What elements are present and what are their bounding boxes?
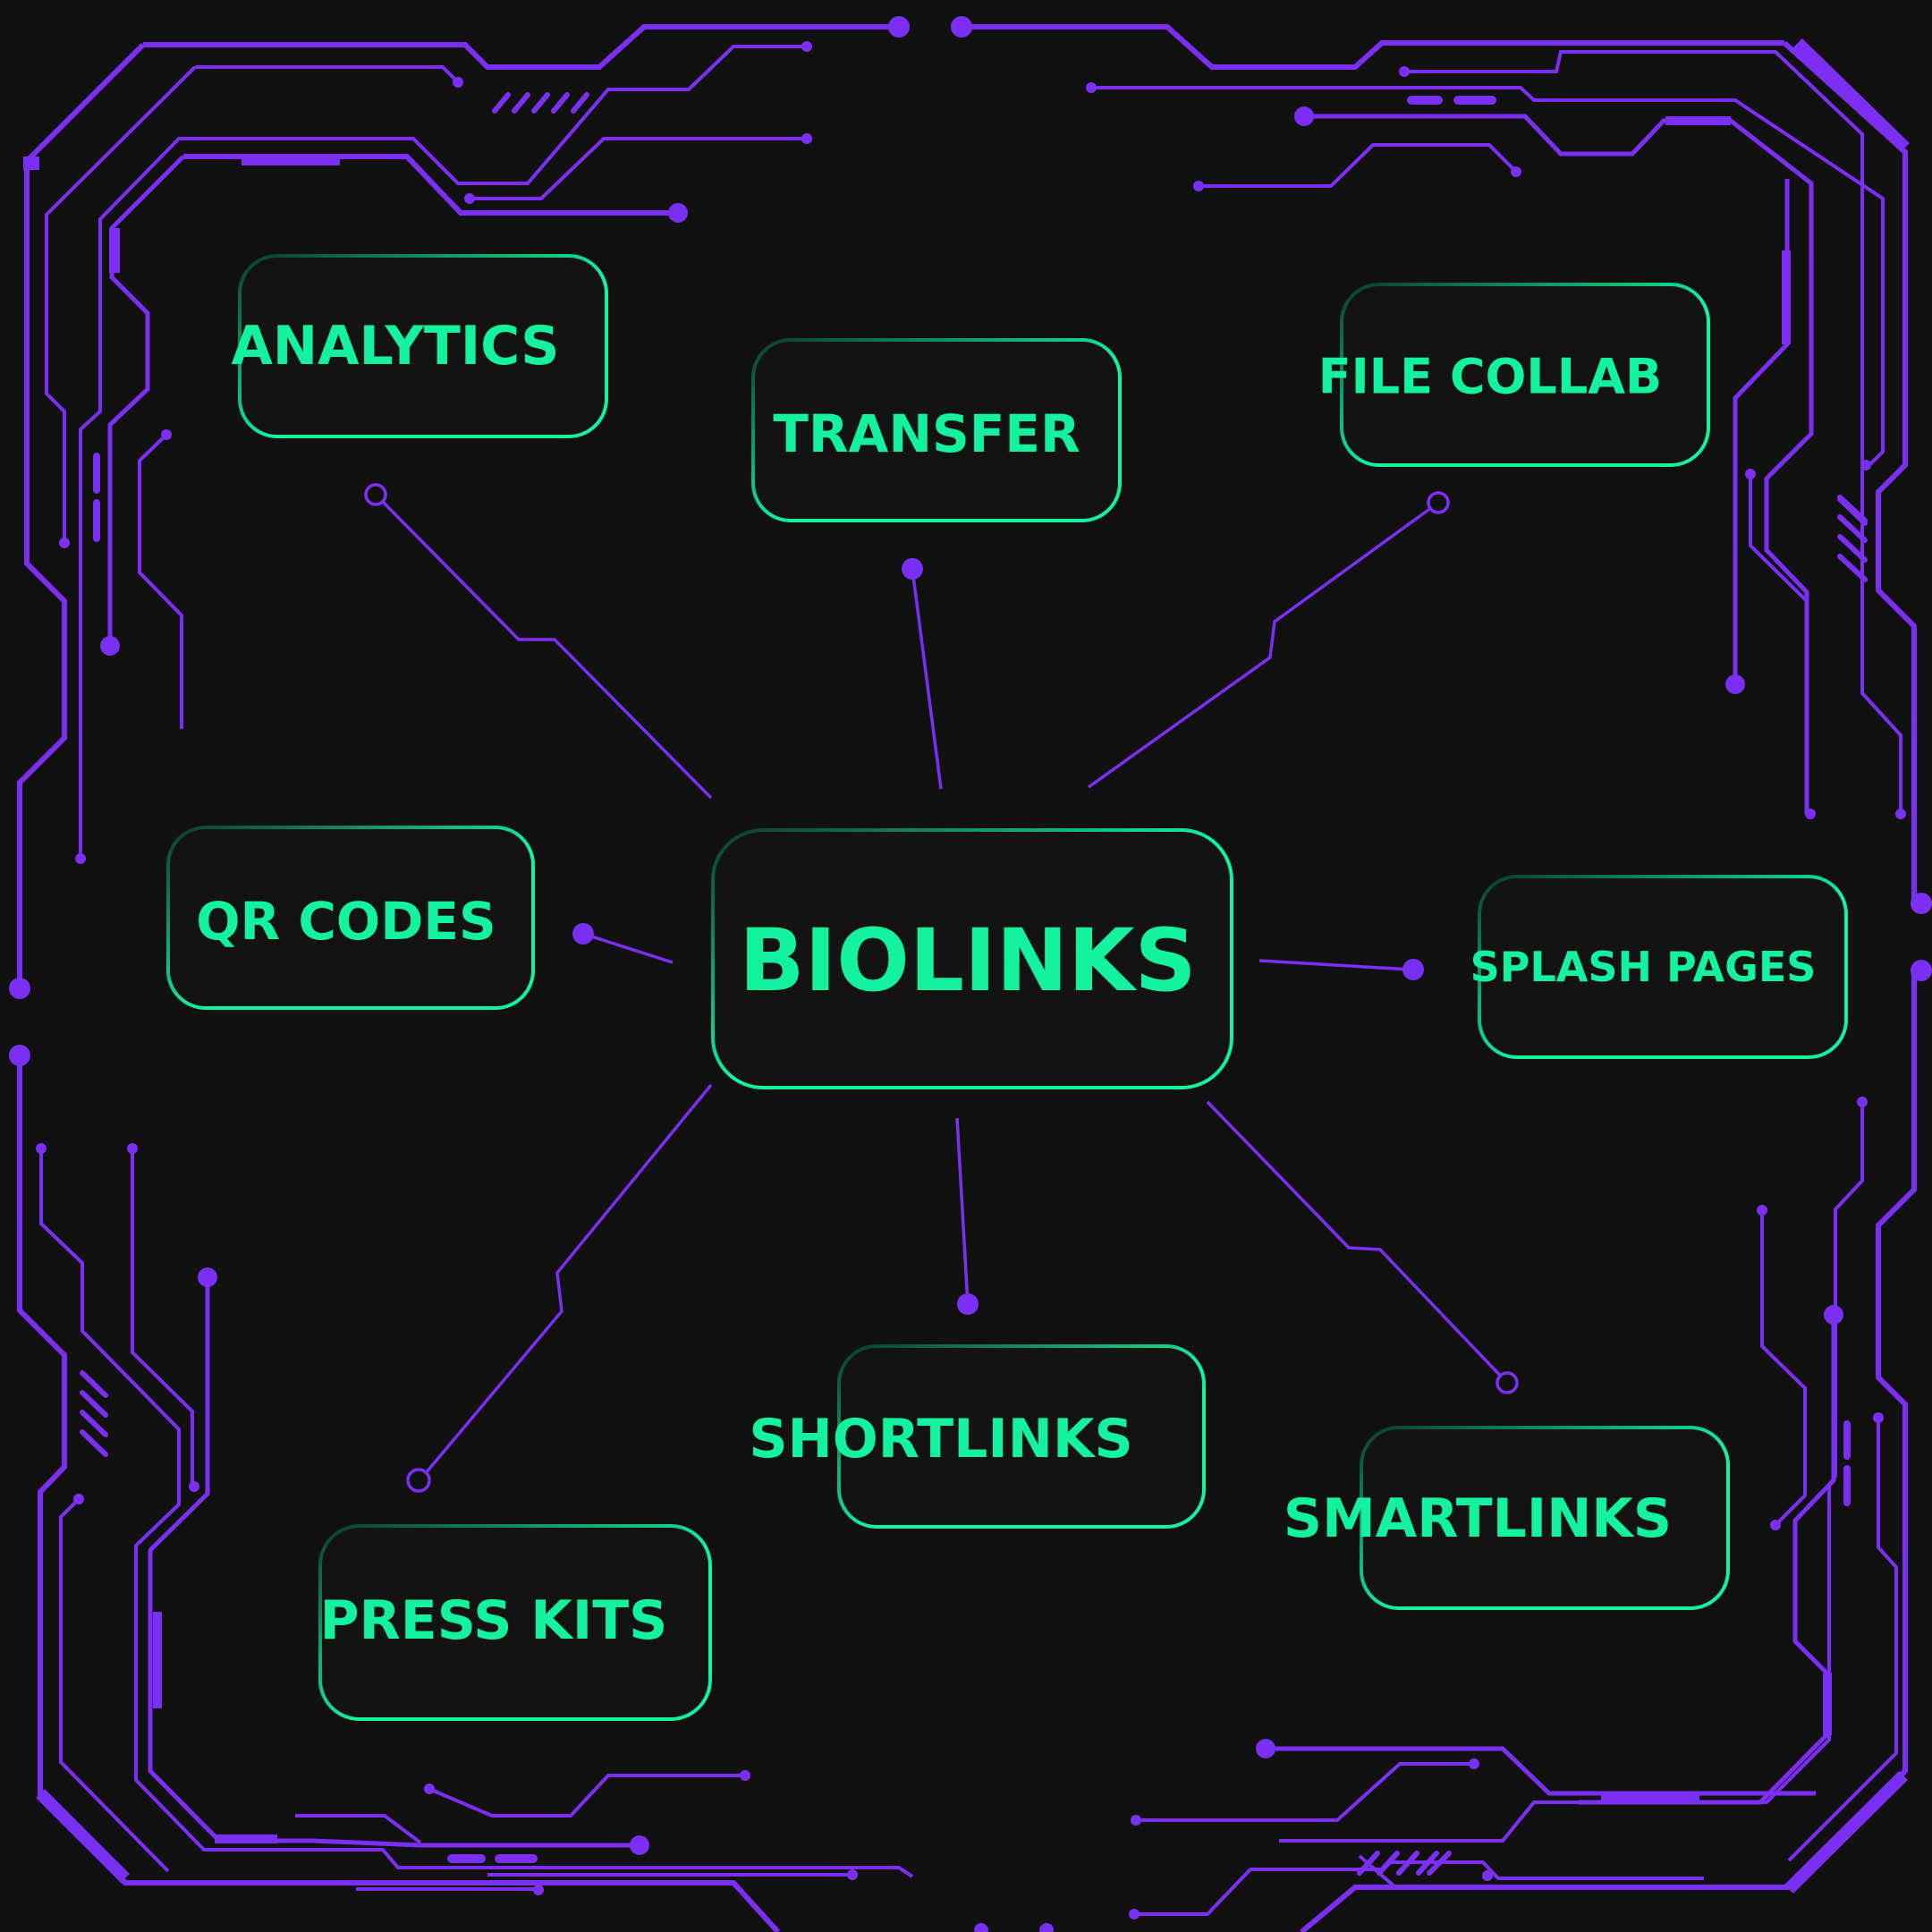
- circuit-node: [888, 16, 910, 38]
- circuit-node: [9, 978, 30, 999]
- connector-transfer: [902, 558, 943, 790]
- node-label: FILE COLLAB: [1318, 349, 1662, 405]
- node-box: [751, 338, 1122, 522]
- circuit-trace: [59, 1497, 170, 1873]
- node-file-collab[interactable]: FILE COLLAB: [1318, 283, 1710, 467]
- node-press-kits[interactable]: PRESS KITS: [318, 1524, 712, 1721]
- node-splash-pages[interactable]: SPLASH PAGES: [1470, 875, 1848, 1059]
- circuit-trace: [79, 45, 807, 859]
- connector-file-collab: [1087, 491, 1450, 789]
- node-analytics[interactable]: ANALYTICS: [231, 254, 608, 438]
- connector-press-kits: [406, 1083, 713, 1493]
- circuit-trace: [17, 1055, 781, 1932]
- node-box: [166, 826, 535, 1010]
- connector-shortlinks: [955, 1117, 979, 1315]
- circuit-trace: [1300, 970, 1917, 1932]
- center-node-label: BIOLINKS: [739, 911, 1196, 1011]
- node-box: [837, 1344, 1206, 1529]
- circuit-trace: [962, 24, 1784, 70]
- circuit-trace: [1787, 1418, 1898, 1862]
- node-shortlinks[interactable]: SHORTLINKS: [749, 1344, 1206, 1529]
- node-transfer[interactable]: TRANSFER: [751, 338, 1122, 522]
- connector-smartlinks: [1206, 1100, 1519, 1394]
- circuit-trace: [138, 433, 183, 729]
- node-label: ANALYTICS: [231, 315, 559, 377]
- circuit-trace: [1749, 474, 1809, 603]
- circuit-trace: [39, 1149, 914, 1878]
- node-label: SPLASH PAGES: [1470, 943, 1817, 991]
- circuit-trace: [148, 1279, 640, 1848]
- connectors: [364, 483, 1519, 1493]
- circuit-trace: [470, 137, 807, 200]
- center-node[interactable]: BIOLINKS: [711, 828, 1233, 1089]
- node-box: [1340, 283, 1710, 467]
- connector-qr-codes: [572, 923, 674, 964]
- circuit-trace: [131, 1149, 194, 1487]
- node-box: [238, 254, 608, 438]
- circuit-trace: [295, 1814, 422, 1844]
- circuit-trace: [1279, 1102, 1864, 1843]
- connector-analytics: [364, 483, 713, 800]
- circuit-trace: [195, 65, 460, 84]
- node-box: [318, 1524, 712, 1721]
- circuit-trace: [1091, 86, 1885, 469]
- circuit-trace: [1266, 1746, 1816, 1796]
- node-box: [1360, 1426, 1730, 1610]
- connector-splash-pages: [1258, 959, 1424, 980]
- node-label: PRESS KITS: [320, 1589, 668, 1652]
- circuit-trace: [1136, 1762, 1474, 1822]
- circuit-trace: [1760, 1212, 1807, 1527]
- node-label: QR CODES: [196, 891, 496, 952]
- circuit-trace: [45, 65, 197, 541]
- circuit-trace: [428, 1774, 745, 1818]
- circuit-trace: [1782, 40, 1917, 903]
- center-node-box: [711, 828, 1233, 1089]
- circuit-trace: [143, 24, 899, 70]
- circuit-frame: [9, 16, 1932, 1932]
- circuit-trace: [1404, 50, 1902, 814]
- node-smartlinks[interactable]: SMARTLINKS: [1284, 1426, 1730, 1610]
- node-label: SMARTLINKS: [1284, 1487, 1672, 1550]
- circuit-trace: [1199, 143, 1518, 188]
- circuit-trace: [1304, 114, 1814, 814]
- node-box: [1478, 875, 1848, 1059]
- node-qr-codes[interactable]: QR CODES: [166, 826, 535, 1010]
- node-label: TRANSFER: [773, 403, 1080, 464]
- node-label: SHORTLINKS: [749, 1408, 1132, 1470]
